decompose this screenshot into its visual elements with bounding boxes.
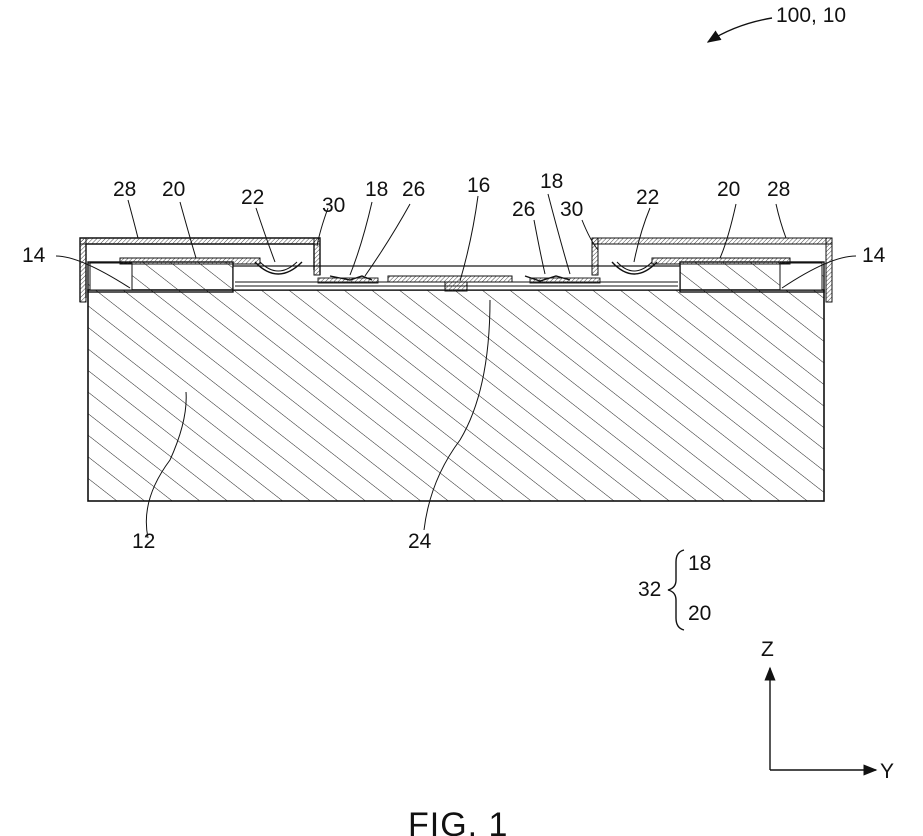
label-16: 16 — [467, 174, 490, 197]
axis-z-label: Z — [761, 638, 774, 661]
label-20-right: 20 — [717, 178, 740, 201]
label-18-right: 18 — [540, 170, 563, 193]
substrate-12 — [88, 262, 824, 501]
label-100-10: 100, 10 — [776, 4, 846, 27]
legend-18-label: 18 — [688, 552, 711, 575]
label-12: 12 — [132, 530, 155, 553]
brace-icon — [668, 550, 684, 630]
label-18-left: 18 — [365, 178, 388, 201]
label-28-left: 28 — [113, 178, 136, 201]
legend-32-label: 32 — [638, 578, 661, 601]
label-26-right: 26 — [512, 198, 535, 221]
label-30-left: 30 — [322, 194, 345, 217]
beam-20 — [120, 258, 790, 264]
legend-20-label: 20 — [688, 602, 711, 625]
label-20-left: 20 — [162, 178, 185, 201]
label-24: 24 — [408, 530, 432, 553]
label-14-right: 14 — [862, 244, 886, 267]
label-28-right: 28 — [767, 178, 790, 201]
label-22-left: 22 — [241, 186, 264, 209]
label-22-right: 22 — [636, 186, 659, 209]
label-14-left: 14 — [22, 244, 46, 267]
axis-indicator: Z Y — [761, 638, 894, 783]
legend-32: 32 18 20 — [638, 550, 711, 630]
axis-y-label: Y — [880, 760, 894, 783]
label-26-left: 26 — [402, 178, 425, 201]
main-ref-arrow — [708, 18, 772, 42]
label-30-right: 30 — [560, 198, 583, 221]
figure-caption: FIG. 1 — [408, 806, 508, 836]
